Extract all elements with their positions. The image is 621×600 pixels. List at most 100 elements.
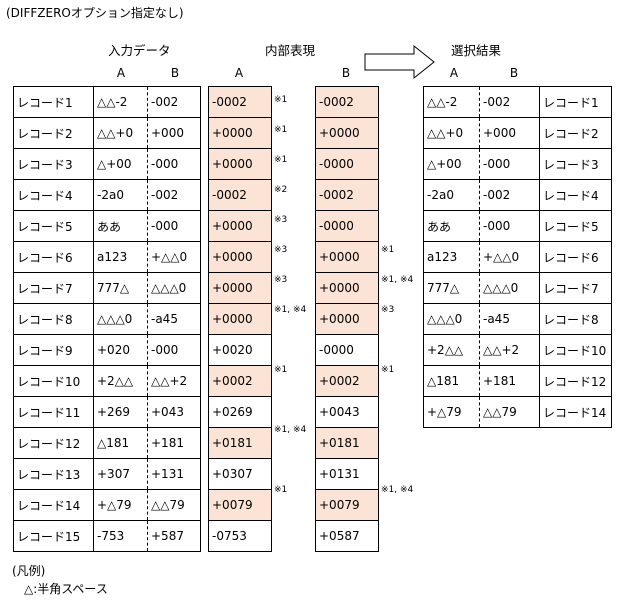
record-name-cell: レコード9 — [13, 334, 94, 366]
input-a-cell: △△△0 — [93, 303, 148, 335]
internal-a-value-cell: +0000 — [208, 303, 272, 335]
input-a-cell: a123 — [93, 241, 148, 273]
internal-a-value-cell: +0181 — [208, 427, 272, 459]
internal-a-note: ※1 — [274, 485, 288, 495]
internal-a-note: ※1 — [274, 125, 288, 135]
table-row: +0002 — [208, 365, 272, 397]
input-b-cell: +043 — [147, 396, 201, 428]
input-b-cell: -000 — [147, 210, 201, 242]
record-name-cell: レコード15 — [13, 520, 94, 552]
table-row: +0587 — [315, 520, 379, 552]
internal-a-value-cell: +0000 — [208, 117, 272, 149]
table-row: -0753 — [208, 520, 272, 552]
table-row: +0000 — [208, 241, 272, 273]
record-name-cell: レコード2 — [13, 117, 94, 149]
input-col-b-header: B — [170, 66, 180, 80]
internal-a-value-cell: +0020 — [208, 334, 272, 366]
result-b-cell: -002 — [479, 86, 540, 118]
result-a-cell: △△-2 — [423, 86, 480, 118]
table-row: +0181 — [315, 427, 379, 459]
result-b-cell: -000 — [479, 210, 540, 242]
table-row: +0131 — [315, 458, 379, 490]
internal-b-table: -0002+0000-0000-0002-0000+0000+0000+0000… — [315, 86, 379, 552]
internal-a-note: ※1, ※4 — [274, 425, 307, 435]
input-a-cell: △△+0 — [93, 117, 148, 149]
internal-a-note: ※3 — [274, 275, 288, 285]
input-b-cell: -000 — [147, 334, 201, 366]
result-a-cell: 777△ — [423, 272, 480, 304]
input-b-cell: -000 — [147, 148, 201, 180]
input-a-cell: 777△ — [93, 272, 148, 304]
result-record-name-cell: レコード14 — [539, 396, 612, 428]
table-row: -0002 — [208, 86, 272, 118]
internal-a-value-cell: +0269 — [208, 396, 272, 428]
internal-a-value-cell: -0002 — [208, 86, 272, 118]
result-b-cell: △△+2 — [479, 334, 540, 366]
table-row: +0181 — [208, 427, 272, 459]
table-row: +0000 — [315, 241, 379, 273]
input-a-cell: △+00 — [93, 148, 148, 180]
result-record-name-cell: レコード10 — [539, 334, 612, 366]
table-row: -0002 — [315, 179, 379, 211]
result-a-cell: +△79 — [423, 396, 480, 428]
internal-a-value-cell: +0079 — [208, 489, 272, 521]
input-b-cell: -a45 — [147, 303, 201, 335]
result-a-cell: △△+0 — [423, 117, 480, 149]
internal-col-a-header: A — [234, 66, 244, 80]
table-row: レコード15-753+587 — [13, 520, 201, 552]
input-b-cell: +181 — [147, 427, 201, 459]
result-b-cell: -002 — [479, 179, 540, 211]
internal-a-note: ※1, ※4 — [274, 305, 307, 315]
result-a-cell: △181 — [423, 365, 480, 397]
input-b-cell: △△79 — [147, 489, 201, 521]
input-col-a-header: A — [116, 66, 126, 80]
input-b-cell: +131 — [147, 458, 201, 490]
table-row: -0002 — [315, 86, 379, 118]
internal-a-note: ※3 — [274, 215, 288, 225]
table-row: -0000 — [315, 148, 379, 180]
internal-repr-title: 内部表現 — [265, 43, 316, 58]
result-a-cell: +2△△ — [423, 334, 480, 366]
table-row: +0269 — [208, 396, 272, 428]
input-a-cell: △△-2 — [93, 86, 148, 118]
result-record-name-cell: レコード7 — [539, 272, 612, 304]
internal-a-value-cell: +0002 — [208, 365, 272, 397]
input-data-title: 入力データ — [108, 43, 171, 58]
table-row: レコード11+269+043 — [13, 396, 201, 428]
internal-b-value-cell: -0002 — [315, 179, 379, 211]
internal-b-value-cell: +0000 — [315, 241, 379, 273]
record-name-cell: レコード1 — [13, 86, 94, 118]
input-a-cell: ああ — [93, 210, 148, 242]
table-row: レコード8△△△0-a45 — [13, 303, 201, 335]
internal-b-value-cell: -0000 — [315, 210, 379, 242]
result-a-cell: ああ — [423, 210, 480, 242]
input-a-cell: -753 — [93, 520, 148, 552]
record-name-cell: レコード5 — [13, 210, 94, 242]
table-row: レコード2△△+0+000 — [13, 117, 201, 149]
internal-b-note: ※3 — [381, 305, 395, 315]
input-b-cell: +000 — [147, 117, 201, 149]
result-record-name-cell: レコード1 — [539, 86, 612, 118]
table-row: レコード13+307+131 — [13, 458, 201, 490]
table-row: +0079 — [208, 489, 272, 521]
result-a-cell: a123 — [423, 241, 480, 273]
input-a-cell: +2△△ — [93, 365, 148, 397]
internal-b-value-cell: -0002 — [315, 86, 379, 118]
input-b-cell: +587 — [147, 520, 201, 552]
result-a-cell: △△△0 — [423, 303, 480, 335]
internal-b-note: ※1, ※4 — [381, 275, 414, 285]
result-b-cell: -000 — [479, 148, 540, 180]
internal-a-value-cell: +0000 — [208, 241, 272, 273]
internal-b-value-cell: +0000 — [315, 303, 379, 335]
table-row: レコード9+020-000 — [13, 334, 201, 366]
table-row: +0000 — [208, 117, 272, 149]
result-col-b-header: B — [509, 66, 519, 80]
